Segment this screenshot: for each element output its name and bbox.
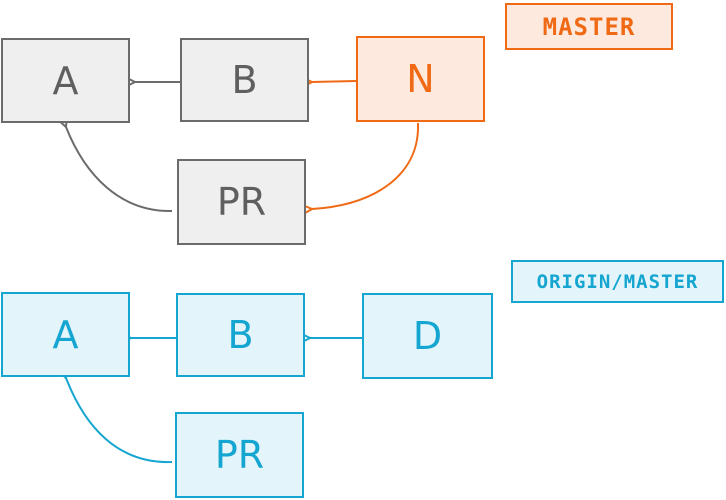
edge-remote-pr-to-a [55,363,173,464]
commit-local-pr: PR [177,159,306,245]
commit-remote-b: B [176,293,305,377]
commit-local-a: A [1,38,130,123]
branch-label-origin-master: ORIGIN/MASTER [511,260,724,303]
edge-local-n-to-pr [298,122,420,217]
edge-local-pr-to-a [55,112,173,213]
commit-remote-a: A [1,292,130,377]
edge-local-n-to-b [298,75,357,90]
commit-local-b: B [180,38,309,122]
commit-remote-pr: PR [175,412,304,498]
branch-label-master: MASTER [505,3,673,50]
commit-local-n: N [356,36,485,122]
commit-remote-d: D [362,293,493,379]
